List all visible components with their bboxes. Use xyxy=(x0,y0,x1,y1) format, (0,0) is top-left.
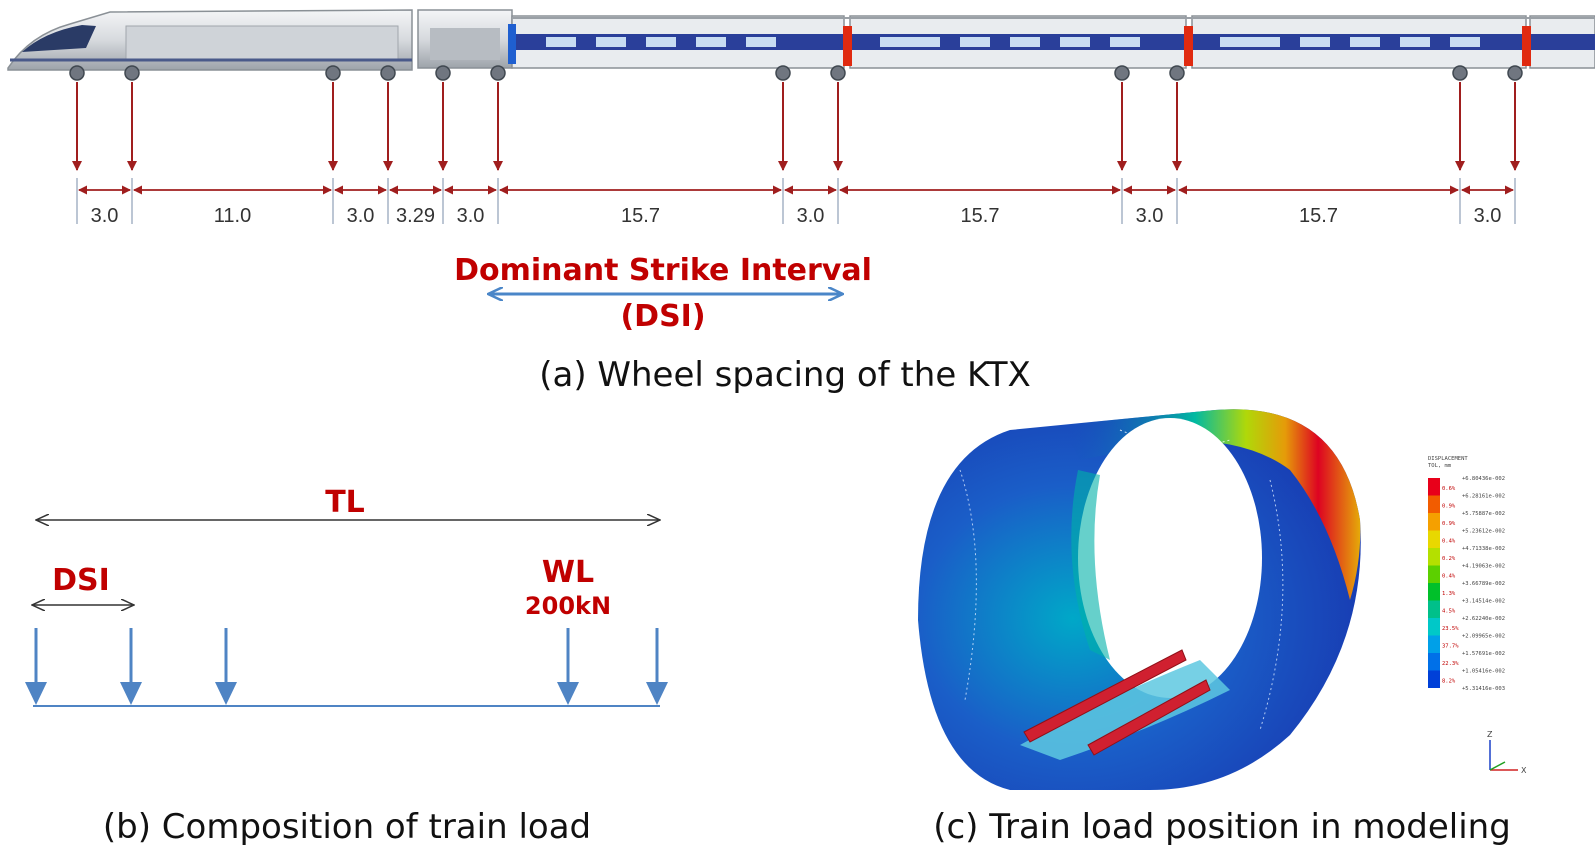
rail-2 xyxy=(1087,679,1211,756)
legend-swatch-2 xyxy=(1428,495,1440,513)
spacing-label-4: 3.29 xyxy=(396,205,435,227)
car-divider-blue xyxy=(508,24,516,64)
legend-swatch-9 xyxy=(1428,618,1440,636)
legend-percent-5: 0.2% xyxy=(1442,556,1456,562)
z-axis-label: Z xyxy=(1487,730,1493,739)
y-axis-line xyxy=(1489,761,1506,771)
spacing-label-6: 15.7 xyxy=(621,205,660,227)
wl-label: WL xyxy=(542,555,594,590)
legend-percent-4: 0.4% xyxy=(1442,539,1456,545)
spacing-label-2: 11.0 xyxy=(214,205,251,227)
legend-swatch-8 xyxy=(1428,600,1440,618)
x-axis-label: X xyxy=(1521,766,1527,775)
spacing-label-7: 3.0 xyxy=(797,205,825,227)
motor-car-grille xyxy=(430,28,500,60)
car-divider-red-1 xyxy=(843,26,852,66)
load-arrow-2 xyxy=(120,628,142,705)
caption-c: (c) Train load position in modeling xyxy=(933,807,1511,847)
wheel-spacing-dimensions: 3.0 11.0 3.0 3.29 3.0 15.7 3.0 15.7 3.0 15.7 3.0 xyxy=(76,178,1516,227)
legend-percent-6: 0.4% xyxy=(1442,574,1456,580)
spacing-label-5: 3.0 xyxy=(457,205,485,227)
legend-value-7: +3.66789e-002 xyxy=(1462,581,1505,587)
legend-swatch-3 xyxy=(1428,513,1440,531)
caption-b: (b) Composition of train load xyxy=(103,807,591,847)
dsi-label: DSI xyxy=(52,563,110,598)
legend-value-1: +6.80436e-002 xyxy=(1462,476,1505,482)
legend-swatch-1 xyxy=(1428,478,1440,496)
legend-value-9: +2.62240e-002 xyxy=(1462,616,1505,622)
legend-percent-10: 37.7% xyxy=(1442,644,1459,650)
rail-1 xyxy=(1023,649,1187,743)
load-arrow-1 xyxy=(25,628,47,705)
tunnel-opening xyxy=(1078,418,1262,698)
dsi-annotation: Dominant Strike Interval (DSI) xyxy=(454,253,872,334)
legend-percent-1: 0.6% xyxy=(1442,486,1456,492)
load-arrow-5 xyxy=(646,628,668,705)
spacing-label-11: 3.0 xyxy=(1474,205,1502,227)
legend-value-4: +5.23612e-002 xyxy=(1462,529,1505,535)
legend-value-6: +4.19063e-002 xyxy=(1462,564,1505,570)
spacing-label-1: 3.0 xyxy=(91,205,119,227)
power-car-grille xyxy=(125,25,399,61)
spacing-label-8: 15.7 xyxy=(961,205,1000,227)
spacing-label-10: 15.7 xyxy=(1299,205,1338,227)
legend-swatch-4 xyxy=(1428,530,1440,548)
wl-value: 200kN xyxy=(525,592,611,620)
spacing-label-3: 3.0 xyxy=(347,205,375,227)
legend-percent-12: 8.2% xyxy=(1442,679,1456,685)
car-divider-red-3 xyxy=(1522,26,1531,66)
train-load-composition: TL DSI WL 200kN xyxy=(25,485,668,707)
displacement-legend: DISPLACEMENT TOL, mm 0.6% 0.9% 0.9% 0.4% 0.2… xyxy=(1428,456,1505,692)
legend-percent-2: 0.9% xyxy=(1442,504,1456,510)
legend-swatch-10 xyxy=(1428,635,1440,653)
contour-line-3 xyxy=(1119,429,1231,447)
contour-line-2 xyxy=(1259,479,1284,731)
legend-percent-3: 0.9% xyxy=(1442,521,1456,527)
tunnel-model xyxy=(918,409,1361,790)
tunnel-inner-wall xyxy=(1071,470,1110,660)
legend-percent-11: 22.3% xyxy=(1442,661,1459,667)
legend-percent-7: 1.3% xyxy=(1442,591,1456,597)
legend-swatch-7 xyxy=(1428,583,1440,601)
load-arrow-4 xyxy=(557,628,579,705)
ktx-train-drawing xyxy=(7,9,1595,81)
tunnel-floor xyxy=(1020,660,1230,760)
passenger-windows xyxy=(546,37,1480,47)
load-arrow-3 xyxy=(215,628,237,705)
legend-value-2: +6.28161e-002 xyxy=(1462,494,1505,500)
legend-swatch-6 xyxy=(1428,565,1440,583)
spacing-label-9: 3.0 xyxy=(1136,205,1164,227)
axis-triad: Z X xyxy=(1487,730,1527,775)
legend-value-13: +5.31416e-003 xyxy=(1462,686,1505,692)
tl-label: TL xyxy=(325,485,365,520)
legend-swatch-12 xyxy=(1428,670,1440,688)
dsi-abbreviation: (DSI) xyxy=(620,299,705,334)
legend-value-10: +2.09965e-002 xyxy=(1462,634,1505,640)
legend-value-5: +4.71338e-002 xyxy=(1462,546,1505,552)
legend-swatch-5 xyxy=(1428,548,1440,566)
legend-title: DISPLACEMENT xyxy=(1428,456,1468,462)
legend-swatch-11 xyxy=(1428,653,1440,671)
car-divider-red-2 xyxy=(1184,26,1193,66)
legend-percent-8: 4.5% xyxy=(1442,609,1456,615)
legend-value-3: +5.75887e-002 xyxy=(1462,511,1505,517)
legend-value-12: +1.05416e-002 xyxy=(1462,669,1505,675)
legend-value-11: +1.57691e-002 xyxy=(1462,651,1505,657)
power-car-windshield xyxy=(22,25,96,52)
wheels xyxy=(69,65,1523,81)
legend-subtitle: TOL, mm xyxy=(1428,463,1452,469)
tunnel-top-stress xyxy=(1060,409,1361,600)
caption-a: (a) Wheel spacing of the KTX xyxy=(539,355,1031,395)
wheel-load-arrows xyxy=(72,82,1520,171)
legend-percent-9: 23.5% xyxy=(1442,626,1459,632)
legend-value-8: +3.14514e-002 xyxy=(1462,599,1505,605)
dsi-title: Dominant Strike Interval xyxy=(454,253,872,288)
